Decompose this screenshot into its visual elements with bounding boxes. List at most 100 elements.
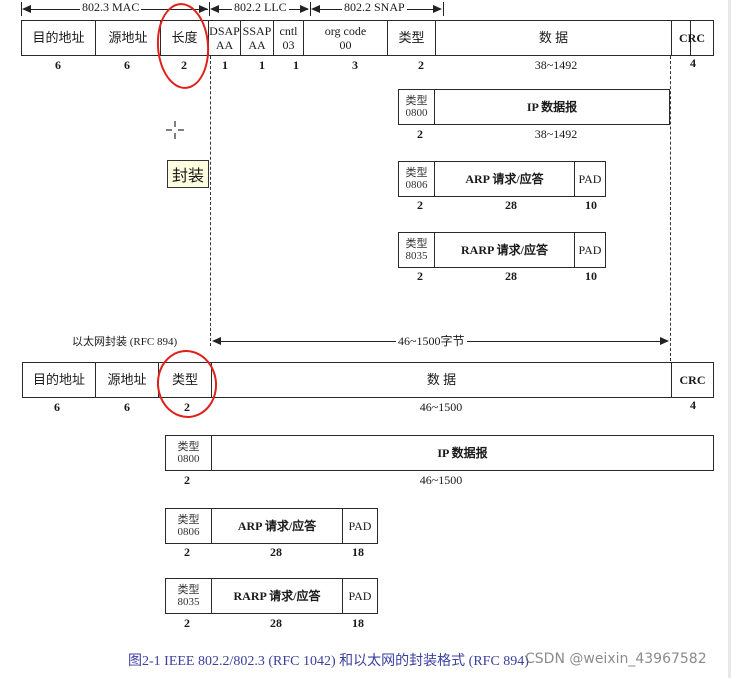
field-size: 2 [184, 545, 190, 559]
figure-caption: 图2-1 IEEE 802.2/802.3 (RFC 1042) 和以太网的封装… [128, 654, 529, 669]
body-label: IP 数据报 [437, 446, 488, 460]
field-size: 46~1500 [419, 400, 463, 414]
body-field: ARP 请求/应答 [212, 509, 343, 543]
field-crc: CRC [672, 363, 713, 397]
field-label: 目的地址 [32, 372, 85, 387]
field-length: 长度 [161, 21, 209, 55]
bracket-tick [310, 2, 311, 16]
body-field: RARP 请求/应答 [435, 233, 575, 267]
pad-label: PAD [578, 243, 602, 257]
pad-label: PAD [348, 589, 372, 603]
bracket-tick [21, 2, 22, 16]
mac-bracket-label: 802.3 MAC [80, 0, 142, 15]
field-size: 38~1492 [534, 127, 578, 141]
body-field: ARP 请求/应答 [435, 162, 575, 196]
field-size: 6 [54, 400, 60, 414]
type-label: 类型 [177, 514, 200, 526]
tooltip: 封装 [167, 160, 210, 188]
type-label: 类型 [177, 584, 200, 596]
arrow-right-icon [300, 5, 309, 13]
field-label: cntl [279, 24, 298, 38]
field-label: 类型 [171, 372, 198, 387]
field-size: 1 [222, 58, 228, 72]
watermark: CSDN @weixin_43967582 [525, 651, 707, 667]
arrow-left-icon [212, 337, 221, 345]
body-field: RARP 请求/应答 [212, 579, 343, 613]
annotation-circle-type [153, 347, 221, 421]
arrow-left-icon [210, 5, 219, 13]
llc-bracket-label: 802.2 LLC [232, 0, 289, 15]
field-size: 3 [352, 58, 358, 72]
body-label: IP 数据报 [526, 100, 578, 114]
field-size: 2 [184, 616, 190, 630]
snap-bracket-label: 802.2 SNAP [342, 0, 407, 15]
type-label: 类型 [405, 238, 428, 250]
field-size: 1 [293, 58, 299, 72]
pad-field: PAD [575, 162, 605, 196]
field-label: org code [324, 24, 367, 38]
field-data: 数 据 [212, 363, 672, 397]
field-value: AA [248, 38, 266, 52]
body-label: RARP 请求/应答 [460, 243, 548, 257]
field-size: 28 [505, 269, 517, 283]
field-dest-addr: 目的地址 [22, 21, 96, 55]
field-size: 46~1500 [419, 473, 463, 487]
type-label: 类型 [405, 167, 428, 179]
field-label: 目的地址 [32, 30, 85, 45]
field-value: 03 [282, 38, 295, 52]
field-size: 18 [352, 616, 364, 630]
type-label: 类型 [177, 441, 200, 453]
field-size: 6 [124, 400, 130, 414]
field-size: 18 [352, 545, 364, 559]
field-src-addr: 源地址 [96, 21, 161, 55]
field-value: AA [215, 38, 234, 52]
field-data: 数 据 [436, 21, 672, 55]
field-label: 数 据 [538, 30, 569, 45]
field-size: 1 [259, 58, 265, 72]
arrow-left-icon [22, 5, 31, 13]
field-size: 6 [124, 58, 130, 72]
pad-field: PAD [343, 509, 377, 543]
type-code: 0806 [177, 526, 200, 538]
field-label: SSAP [242, 24, 272, 38]
field-label: DSAP [209, 24, 240, 38]
field-value: 00 [339, 38, 352, 52]
arrow-right-icon [199, 5, 208, 13]
type-label: 类型 [405, 95, 428, 107]
arrow-right-icon [660, 337, 669, 345]
field-size: 2 [181, 58, 187, 72]
field-size: 6 [55, 58, 61, 72]
bracket-tick [209, 2, 210, 16]
field-size: 2 [418, 58, 424, 72]
field-size: 10 [585, 269, 597, 283]
body-field: IP 数据报 [212, 436, 713, 470]
body-label: RARP 请求/应答 [233, 589, 321, 603]
type-code: 0800 [405, 107, 428, 119]
field-size: 2 [184, 400, 190, 414]
ethernet-frame: 目的地址 源地址 类型 数 据 CRC [22, 362, 714, 398]
field-size: 2 [417, 127, 423, 141]
span-label: 46~1500字节 [396, 332, 467, 349]
field-size: 10 [585, 198, 597, 212]
field-label: CRC [679, 30, 705, 45]
arrow-left-icon [311, 5, 320, 13]
pad-field: PAD [343, 579, 377, 613]
field-label: 数 据 [426, 372, 457, 387]
field-size: 28 [505, 198, 517, 212]
guide-line-right [670, 56, 671, 361]
field-size: 2 [184, 473, 190, 487]
guide-line-left [210, 56, 211, 346]
pad-field: PAD [575, 233, 605, 267]
field-size: 38~1492 [534, 58, 578, 72]
